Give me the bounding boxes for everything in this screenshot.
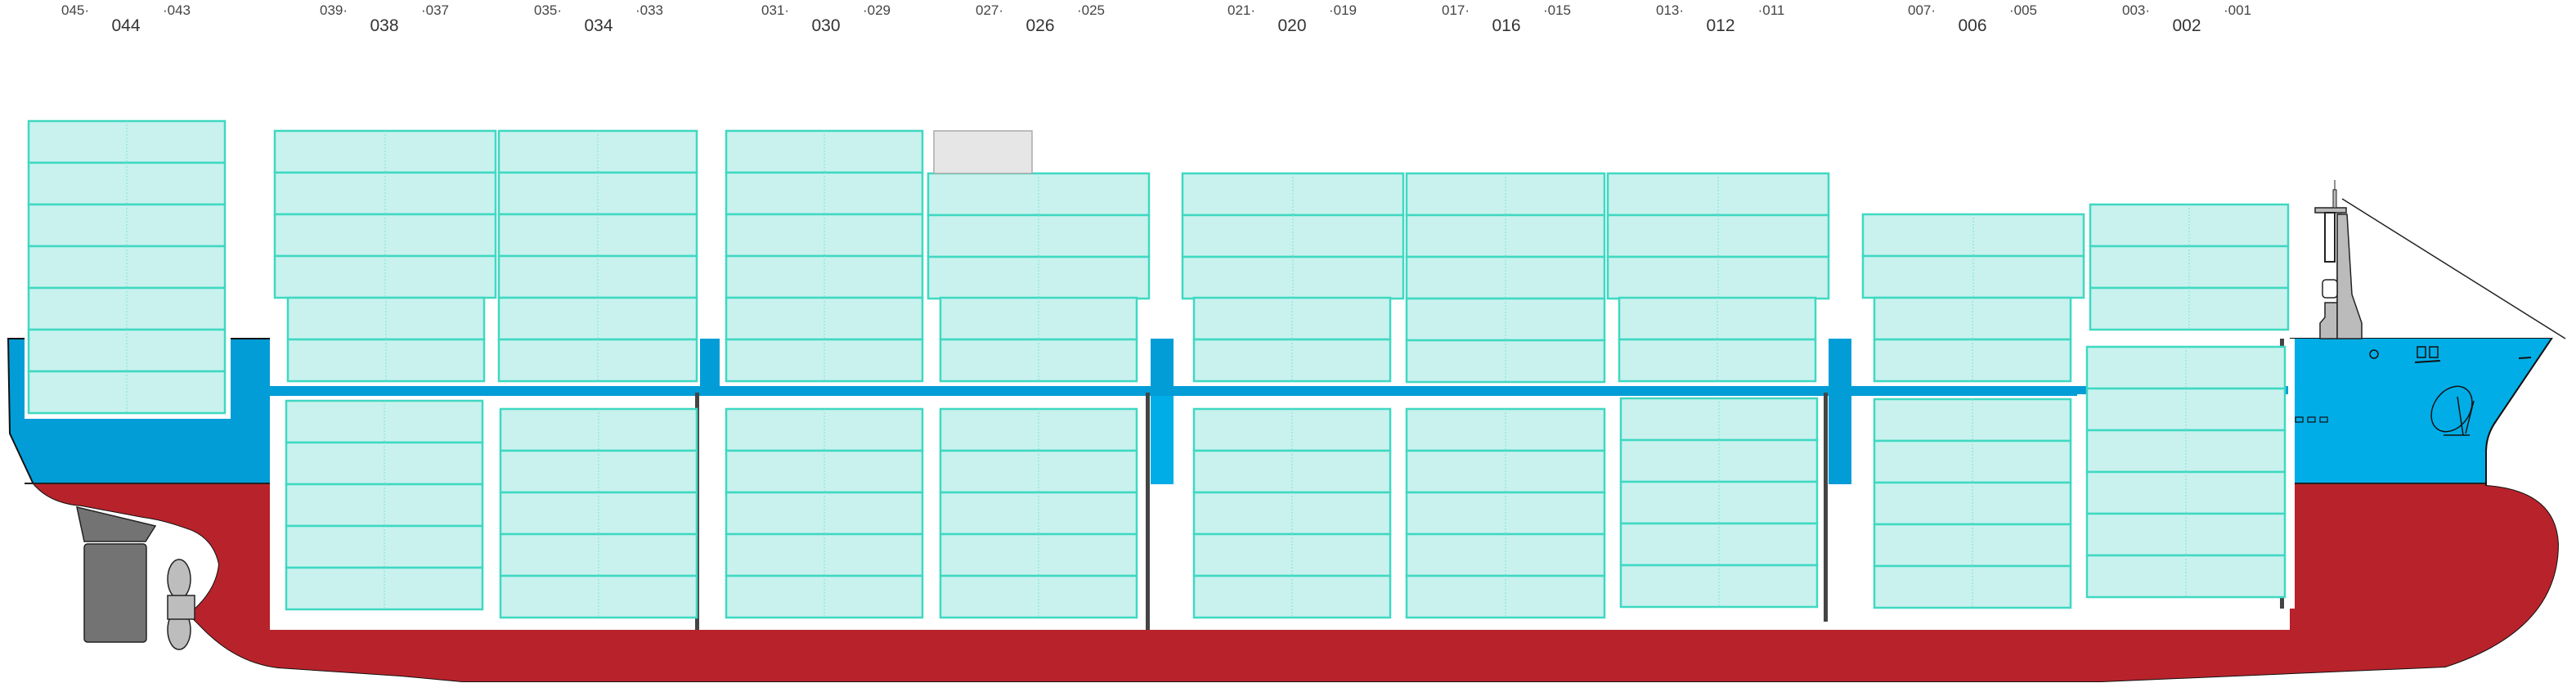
bay-label: 016 xyxy=(1492,16,1520,35)
bay-stack-002 xyxy=(2085,203,2290,599)
bay-label-fwd: ·019 xyxy=(1329,2,1357,18)
bay-label: 030 xyxy=(811,16,840,35)
bay-stack-006 xyxy=(1861,213,2085,609)
hawse-icon xyxy=(2369,349,2379,359)
bay-stack-020 xyxy=(1181,172,1405,619)
bay-label-aft: 031· xyxy=(761,2,789,18)
empty-slot[interactable] xyxy=(933,130,1033,174)
bay-label-fwd: ·001 xyxy=(2224,2,2251,18)
bay-label-fwd: ·015 xyxy=(1543,2,1571,18)
rudder xyxy=(76,506,157,643)
anchor-icon xyxy=(2430,385,2473,433)
propeller xyxy=(167,559,195,650)
bay-labels: 045· 044 ·043 039· 038 ·037 035· 034 ·033 031· 030… xyxy=(61,2,2251,35)
bay-label-aft: 013· xyxy=(1656,2,1684,18)
bay-label: 020 xyxy=(1277,16,1306,35)
bay-label-aft: 039· xyxy=(320,2,348,18)
bay-label-aft: 027· xyxy=(976,2,1003,18)
bulkhead xyxy=(1146,393,1150,630)
bay-stack-030 xyxy=(725,129,924,619)
bay-label-aft: 017· xyxy=(1442,2,1470,18)
bay-label-fwd: ·043 xyxy=(163,2,191,18)
bay-label-fwd: ·011 xyxy=(1758,2,1785,18)
bay-label-aft: 021· xyxy=(1227,2,1255,18)
bay-label-fwd: ·029 xyxy=(863,2,891,18)
bay-stack-012 xyxy=(1606,172,1830,609)
bay-label: 044 xyxy=(111,16,140,35)
bulkhead xyxy=(1824,393,1828,622)
bay-label: 012 xyxy=(1706,16,1735,35)
bay-label: 034 xyxy=(584,16,613,35)
bay-label: 038 xyxy=(370,16,398,35)
bay-label-aft: 003· xyxy=(2122,2,2150,18)
container-stacks xyxy=(27,119,2290,619)
bay-label: 006 xyxy=(1958,16,1986,35)
bay-label-aft: 007· xyxy=(1908,2,1936,18)
bay-stack-026 xyxy=(927,172,1151,619)
bay-stack-044 xyxy=(27,119,227,415)
bay-stack-038 xyxy=(273,129,497,611)
bay-label: 002 xyxy=(2172,16,2201,35)
bay-label-fwd: ·025 xyxy=(1077,2,1105,18)
bay-label-fwd: ·005 xyxy=(2009,2,2037,18)
bay-stack-016 xyxy=(1405,172,1606,619)
bay-label-aft: 045· xyxy=(61,2,89,18)
bay-label-fwd: ·037 xyxy=(421,2,449,18)
bay-stack-034 xyxy=(497,129,698,619)
bay-label-fwd: ·033 xyxy=(635,2,663,18)
bay-label-aft: 035· xyxy=(534,2,562,18)
forward-mast xyxy=(2295,180,2566,436)
forestay xyxy=(2341,198,2566,339)
bay-label: 026 xyxy=(1025,16,1054,35)
